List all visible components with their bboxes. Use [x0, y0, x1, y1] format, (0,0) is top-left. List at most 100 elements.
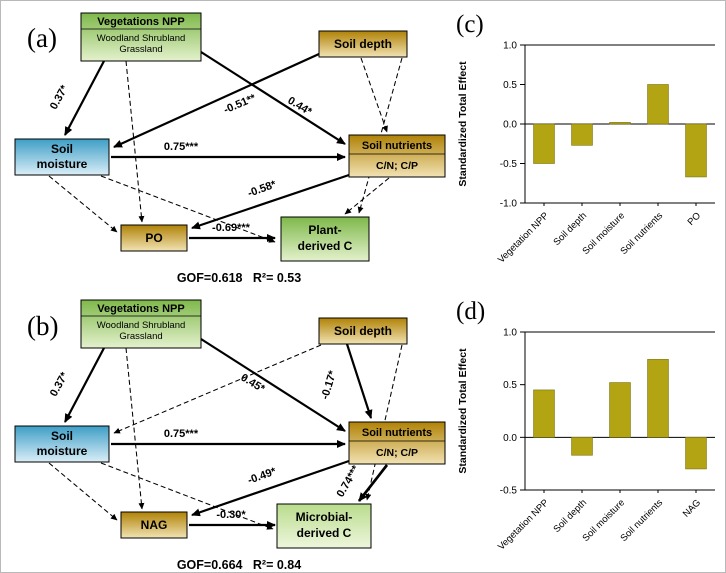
node-soil-depth-b: Soil depth	[318, 317, 408, 345]
bar-soil-nutrients	[647, 84, 669, 125]
soil-nutrients-title-b: Soil nutrients	[362, 427, 432, 439]
soil-depth-label: Soil depth	[334, 37, 392, 51]
y-tick-label: -1.0	[500, 199, 518, 210]
plant-c-line1: Plant-	[308, 223, 341, 237]
node-microbial-derived-c: Microbial- derived C	[276, 503, 372, 549]
path-label-nag-microbial: -0.30*	[216, 509, 246, 521]
node-soil-nutrients: Soil nutrients C/N; C/P	[348, 134, 446, 178]
panel-label-c: (c)	[456, 11, 484, 38]
path-label-depth-nutrients-b: -0.17*	[319, 369, 339, 401]
y-tick-label: 0.5	[503, 80, 517, 91]
veg-npp-box	[80, 12, 202, 62]
microbial-c-line1: Microbial-	[296, 510, 353, 524]
path-label-npp-moisture: 0.37*	[48, 83, 71, 112]
soil-depth-label-b: Soil depth	[334, 324, 392, 338]
po-label: PO	[145, 231, 162, 245]
node-soil-depth: Soil depth	[318, 30, 408, 58]
y-tick-label: 0.0	[503, 120, 517, 131]
dashed-path-moisture-to-po	[48, 175, 118, 233]
bar-vegetation-npp	[533, 123, 555, 164]
y-tick-label: -0.5	[500, 159, 518, 170]
dashed-path-moisture-to-microbial	[100, 462, 274, 530]
veg-npp-title: Vegetations NPP	[97, 16, 184, 28]
x-tick-label: Soil depth	[551, 497, 589, 535]
x-tick-label: Vegetation NPP	[496, 210, 551, 265]
dashed-path-nutrients-to-plantc	[344, 177, 390, 215]
path-depth-to-moisture	[113, 52, 320, 149]
node-soil-moisture-b: Soil moisture	[14, 425, 110, 463]
veg-npp-box-b	[80, 299, 202, 349]
bar-soil-depth	[571, 437, 593, 456]
plant-c-box	[280, 216, 370, 262]
path-label-npp-moisture-b: 0.37*	[48, 370, 71, 399]
soil-nutrients-box	[348, 134, 446, 178]
panel-label-d: (d)	[456, 298, 485, 325]
path-label-moisture-nutrients-b: 0.75***	[164, 428, 199, 440]
node-plant-derived-c: Plant- derived C	[280, 216, 370, 262]
y-axis-title: Standardized Total Effect	[457, 61, 469, 187]
node-vegetations-npp: Vegetations NPP Woodland Shrubland Grass…	[80, 12, 202, 62]
nag-label: NAG	[141, 518, 168, 532]
y-tick-label: 0.5	[503, 380, 517, 391]
node-vegetations-npp-b: Vegetations NPP Woodland Shrubland Grass…	[80, 299, 202, 349]
bar-soil-depth	[571, 123, 593, 146]
nag-box	[120, 511, 188, 539]
path-label-nutrients-microbial: 0.74***	[335, 463, 363, 499]
node-soil-nutrients-b: Soil nutrients C/N; C/P	[348, 421, 446, 465]
path-label-po-plantc: -0.69***	[212, 222, 251, 234]
dashed-path-npp-to-po	[125, 60, 145, 223]
bar-nag	[685, 437, 707, 470]
dashed-path-npp-to-nag	[125, 347, 145, 510]
veg-npp-sub2-b: Grassland	[119, 331, 162, 342]
po-box	[120, 224, 188, 252]
soil-nutrients-sub-b: C/N; C/P	[376, 447, 418, 459]
fit-statistics-a: GOF=0.618 R²= 0.53	[177, 271, 301, 285]
soil-nutrients-box-b	[348, 421, 446, 465]
x-tick-label: PO	[686, 210, 703, 227]
path-nutrients-to-nag	[191, 459, 350, 517]
soil-moisture-line1: Soil	[51, 142, 73, 156]
path-npp-to-moisture-b	[64, 347, 105, 423]
path-nutrients-to-microbial	[357, 464, 389, 502]
path-depth-to-nutrients-b	[344, 340, 373, 419]
veg-npp-sub1-b: Woodland Shrubland	[97, 320, 186, 331]
sem-diagrams: (a) 0.37* -0.51** 0.44* 0.75*** -0.58* -…	[14, 12, 446, 572]
bar-soil-nutrients	[647, 359, 669, 438]
panel-label-b: (b)	[27, 311, 58, 341]
veg-npp-title-b: Vegetations NPP	[97, 303, 184, 315]
path-label-nutrients-nag: -0.49*	[246, 465, 278, 487]
path-npp-to-nutrients	[200, 51, 346, 145]
node-nag: NAG	[120, 511, 188, 539]
microbial-c-box	[276, 503, 372, 549]
soil-moisture-line2: moisture	[37, 157, 88, 171]
y-tick-label: -0.5	[500, 486, 518, 497]
bar-vegetation-npp	[533, 389, 555, 438]
node-po: PO	[120, 224, 188, 252]
y-tick-label: 0.0	[503, 433, 517, 444]
dashed-path-moisture-to-plantc	[100, 175, 276, 243]
bar-po	[685, 123, 707, 178]
soil-moisture-box	[14, 138, 110, 176]
path-npp-to-moisture	[64, 60, 105, 136]
veg-npp-sub1: Woodland Shrubland	[97, 33, 186, 44]
microbial-c-line2: derived C	[297, 526, 352, 540]
node-soil-moisture: Soil moisture	[14, 138, 110, 176]
path-label-moisture-nutrients: 0.75***	[164, 141, 199, 153]
bar-soil-moisture	[609, 122, 631, 125]
soil-moisture-box-b	[14, 425, 110, 463]
soil-moisture-line1-b: Soil	[51, 429, 73, 443]
y-axis-title: Standardized Total Effect	[457, 348, 469, 474]
dashed-path-depth-to-nutrients	[360, 57, 388, 133]
dashed-path-depth-to-moisture	[113, 344, 322, 434]
fit-statistics-b: GOF=0.664 R²= 0.84	[177, 558, 301, 572]
x-tick-label: Vegetation NPP	[496, 497, 551, 552]
path-nutrients-to-po	[191, 173, 350, 230]
soil-moisture-line2-b: moisture	[37, 444, 88, 458]
soil-nutrients-sub: C/N; C/P	[376, 160, 418, 172]
path-label-nutrients-po: -0.58*	[246, 178, 278, 200]
path-npp-to-nutrients-b	[200, 338, 346, 432]
